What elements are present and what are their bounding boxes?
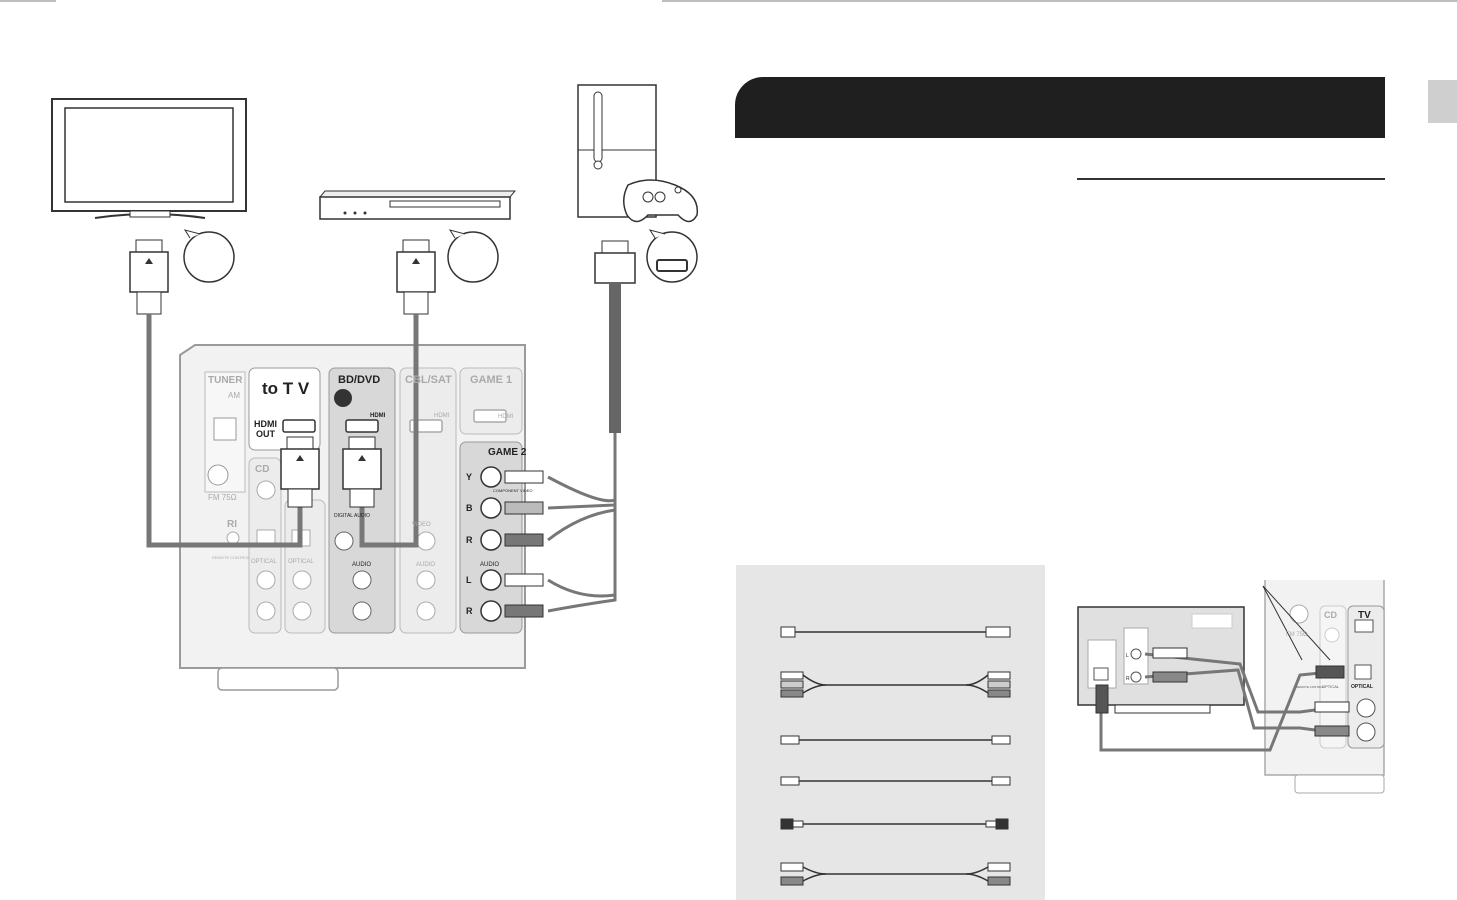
panel-label-hdmi-out-1: HDMI [254, 419, 277, 429]
panel-label-component: COMPONENT VIDEO [493, 488, 533, 493]
hdmi-plug-receiver-bd [342, 436, 382, 508]
inset-label-optical-left: OPTICAL [1322, 684, 1340, 689]
inset-label-r: R [1126, 676, 1130, 682]
jack-letter-b: B [466, 503, 473, 513]
panel-label-bddvd: BD/DVD [338, 374, 380, 386]
jack-letter-y: Y [466, 472, 472, 482]
panel-label-game2: GAME 2 [488, 447, 527, 458]
tv-audio-inset-diagram: TV CD FM 75Ω OPTICAL OPTICAL REMOTE CONT… [1077, 580, 1385, 794]
panel-label-am: AM [228, 391, 240, 400]
panel-label-totv: to T V [262, 379, 310, 398]
chapter-tab [1428, 80, 1457, 123]
panel-label-hdmi-out-2: OUT [256, 429, 276, 439]
panel-label-optical-1: OPTICAL [251, 559, 277, 565]
panel-label-ri: RI [227, 519, 237, 530]
panel-label-cbl-video: VIDEO [412, 522, 431, 528]
panel-label-game2-audio: AUDIO [480, 562, 499, 568]
top-rule-left [0, 0, 56, 2]
panel-label-tuner: TUNER [208, 375, 243, 386]
inset-label-l: L [1126, 653, 1129, 659]
legend-cable-component [780, 671, 1011, 698]
panel-label-remote: REMOTE CONTROL [212, 555, 251, 560]
subsection-rule [1077, 178, 1385, 180]
panel-label-cblsat: CBL/SAT [405, 374, 452, 386]
inset-label-remote: REMOTE CONTROL [1296, 685, 1325, 689]
game-console-illustration [577, 84, 699, 223]
jack-letter-l: L [466, 575, 472, 585]
panel-label-bd-digital: DIGITAL AUDIO [334, 513, 370, 519]
section-title-bar [735, 77, 1385, 138]
console-av-plug [594, 240, 636, 284]
panel-label-cbl-hdmi: HDMI [434, 413, 450, 419]
jack-letter-r2: R [466, 606, 473, 616]
main-connection-diagram: TUNER AM FM 75Ω to T V HDMI OUT BD/DVD H… [51, 84, 699, 691]
legend-cable-hdmi [780, 626, 1011, 638]
tv-port-bubble [183, 231, 235, 283]
cable-legend-box [736, 565, 1045, 900]
inset-label-tv: TV [1358, 610, 1371, 621]
panel-label-game1: GAME 1 [470, 374, 512, 386]
panel-label-fm: FM 75Ω [208, 493, 237, 502]
tv-illustration [51, 98, 247, 219]
jack-letter-r: R [466, 535, 473, 545]
cable-legend-illustration [780, 626, 1011, 886]
bd-player-illustration [318, 190, 517, 220]
inset-label-cd: CD [1324, 610, 1337, 620]
hdmi-plug-bd [396, 239, 436, 315]
panel-label-bd-audio: AUDIO [352, 562, 371, 568]
legend-cable-analog-audio [780, 862, 1011, 886]
legend-cable-optical [780, 818, 1009, 830]
panel-label-cd: CD [255, 464, 269, 475]
hdmi-plug-tv [129, 239, 169, 315]
inset-label-fm: FM 75Ω [1286, 632, 1308, 638]
top-rule-right [662, 0, 1457, 2]
panel-label-bd-hdmi: HDMI [370, 413, 386, 419]
panel-label-cbl-audio: AUDIO [416, 562, 435, 568]
rca-plugs-game2 [504, 470, 544, 618]
console-port-bubble [646, 231, 698, 283]
inset-label-optical-right: OPTICAL [1351, 684, 1373, 690]
panel-label-game1-hdmi: HDMI [498, 414, 514, 420]
hdmi-plug-receiver-out [280, 436, 320, 508]
legend-cable-composite [780, 735, 1011, 745]
panel-label-optical-2: OPTICAL [288, 559, 314, 565]
legend-cable-audio [780, 776, 1011, 786]
bd-port-bubble [447, 231, 499, 283]
